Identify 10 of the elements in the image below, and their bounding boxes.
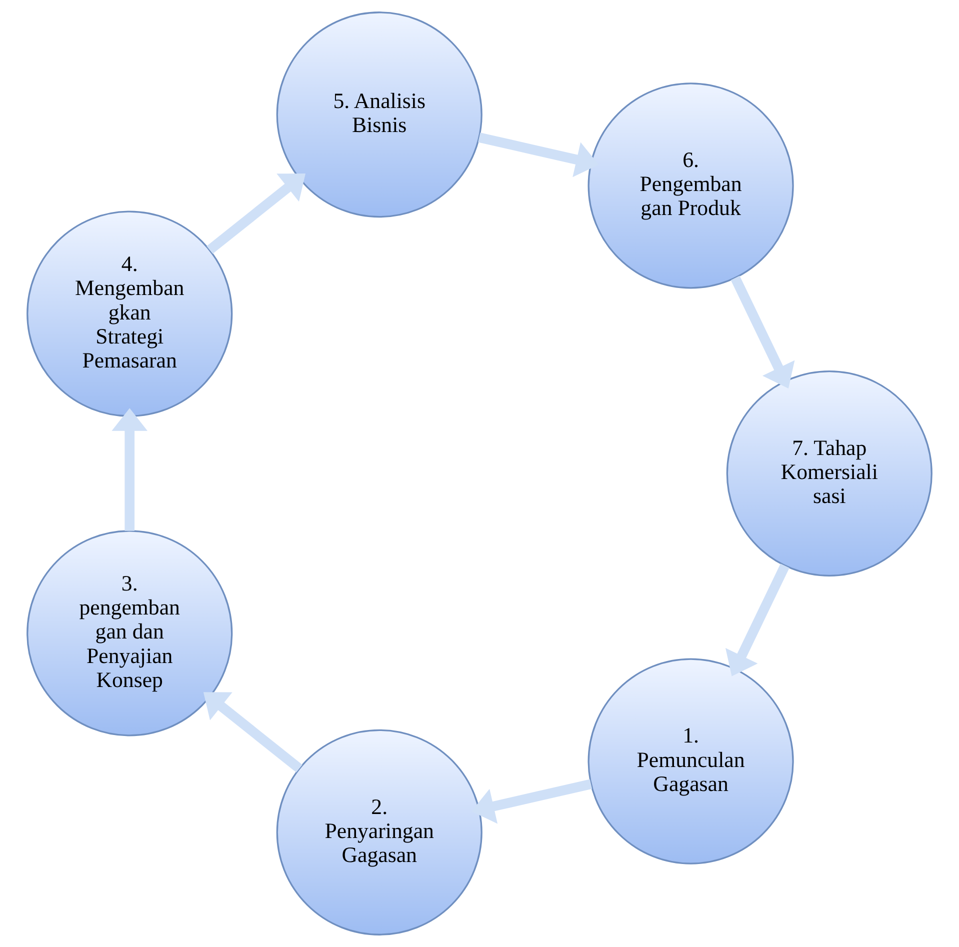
node-circle: 2. Penyaringan Gagasan xyxy=(276,729,482,936)
node-circle: 6. Pengemban gan Produk xyxy=(588,82,794,289)
node-circle: 1. Pemunculan Gagasan xyxy=(588,658,794,864)
arrow xyxy=(730,276,795,388)
arrow xyxy=(726,564,790,676)
node-circle: 4. Mengemban gkan Strategi Pemasaran xyxy=(26,210,233,417)
arrow xyxy=(203,692,302,772)
arrow xyxy=(206,173,306,254)
arrow xyxy=(112,408,148,531)
node-circle: 7. Tahap Komersiali sasi xyxy=(726,370,932,577)
